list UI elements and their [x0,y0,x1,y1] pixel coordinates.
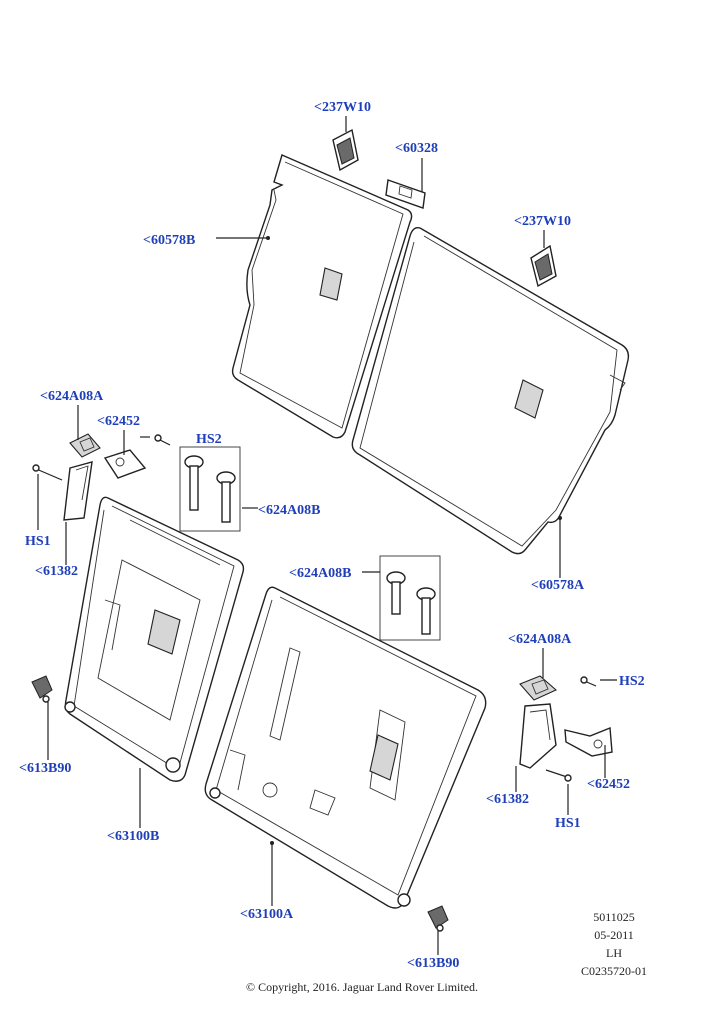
callout-63100b[interactable]: <63100B [107,829,160,844]
seat-back-panel-60578b[interactable] [231,154,413,439]
callout-624a08b-center[interactable]: <624A08B [289,566,352,581]
hinge-catch-right[interactable] [564,726,613,757]
callout-60328[interactable]: <60328 [395,141,438,156]
head-restraint-guide-right[interactable] [530,244,557,288]
head-restraint-guide-top[interactable] [332,128,359,172]
callout-624a08a-right[interactable]: <624A08A [508,632,572,647]
callout-61382-right[interactable]: <61382 [486,792,529,807]
callout-62452-left[interactable]: <62452 [97,414,140,429]
clip-60328[interactable] [385,179,426,209]
callout-624a08a-left[interactable]: <624A08A [40,389,104,404]
latch-613b90-bottom[interactable] [427,905,449,932]
callout-63100a[interactable]: <63100A [240,907,294,922]
hinge-cover-left[interactable] [69,433,101,458]
callout-62452-right[interactable]: <62452 [587,777,630,792]
callout-hs1-left[interactable]: HS1 [25,534,51,549]
head-restraint-sleeves-left[interactable] [179,446,241,532]
hinge-cover-right[interactable] [519,675,558,701]
drawing-number: 5011025 [593,910,635,924]
hinge-bracket-right[interactable] [519,703,557,769]
callout-613b90-left[interactable]: <613B90 [19,761,72,776]
latch-613b90-left[interactable] [31,675,53,703]
leader-lines [37,116,617,955]
seat-back-frame-63100a[interactable] [204,586,487,909]
callout-237w10-top[interactable]: <237W10 [314,100,371,115]
seat-back-panel-60578a[interactable] [351,226,630,555]
drawing-reference: C0235720-01 [581,964,647,978]
callout-hs2-left[interactable]: HS2 [196,432,222,447]
bolt-hs2-right[interactable] [580,676,597,687]
drawing-side: LH [606,946,622,960]
callout-hs2-right[interactable]: HS2 [619,674,645,689]
callout-613b90-bottom[interactable]: <613B90 [407,956,460,971]
hinge-catch-left[interactable] [103,449,147,479]
callout-60578a[interactable]: <60578A [531,578,585,593]
callout-61382-left[interactable]: <61382 [35,564,78,579]
bolt-hs2-left[interactable] [154,434,171,446]
callout-hs1-right[interactable]: HS1 [555,816,581,831]
callout-624a08b-left[interactable]: <624A08B [258,503,321,518]
head-restraint-sleeves-center[interactable] [379,555,441,641]
copyright-notice: © Copyright, 2016. Jaguar Land Rover Lim… [245,980,479,994]
callout-60578b[interactable]: <60578B [143,233,196,248]
hinge-bracket-left[interactable] [63,461,93,521]
drawing-date: 05-2011 [594,928,634,942]
callout-237w10-right[interactable]: <237W10 [514,214,571,229]
seat-back-frame-63100b[interactable] [64,496,245,782]
bolt-hs1-right[interactable] [545,769,572,782]
bolt-hs1-left[interactable] [32,464,63,481]
